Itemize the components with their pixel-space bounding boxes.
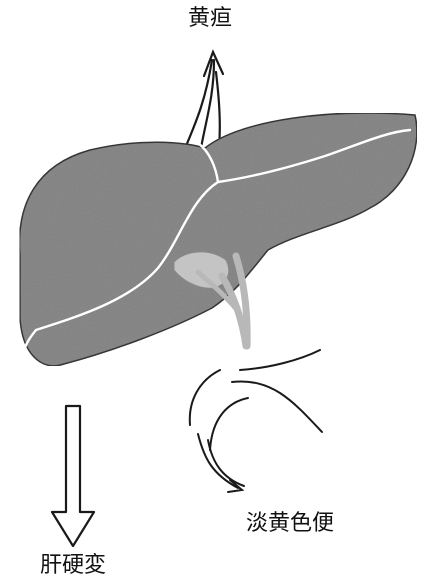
intestine-lines	[190, 350, 322, 492]
label-cirrhosis: 肝硬変	[40, 555, 106, 577]
jaundice-arrow	[186, 52, 223, 148]
cirrhosis-arrow	[52, 406, 94, 546]
label-jaundice: 黄疸	[188, 8, 232, 30]
liver-shape	[20, 113, 417, 366]
label-pale-stool: 淡黄色便	[246, 513, 334, 535]
